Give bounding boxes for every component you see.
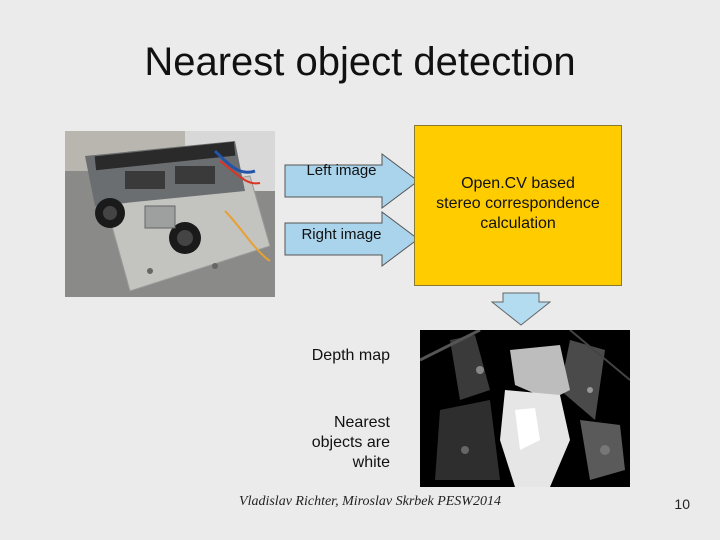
page-number: 10 [674,496,690,512]
footer-author: Vladislav Richter, Miroslav Skrbek PESW2… [239,494,501,509]
process-label: Open.CV based stereo correspondence calc… [436,175,600,232]
stereo-calculation-box: Open.CV based stereo correspondence calc… [414,125,622,286]
left-image-label: Left image [306,162,377,179]
nearest-objects-label: Nearest objects are white [311,414,390,471]
right-image-label: Right image [301,226,382,243]
slide-title: Nearest object detection [144,40,576,84]
left-image-arrow: Left image [284,153,420,209]
right-arrow-icon [284,153,419,209]
depth-map-image [419,328,631,487]
robot-stereo-camera-photo [65,131,275,297]
down-arrow-icon [490,292,552,331]
right-arrow-icon [284,211,419,267]
depth-map-label: Depth map [311,347,390,364]
right-image-arrow: Right image [284,211,420,267]
